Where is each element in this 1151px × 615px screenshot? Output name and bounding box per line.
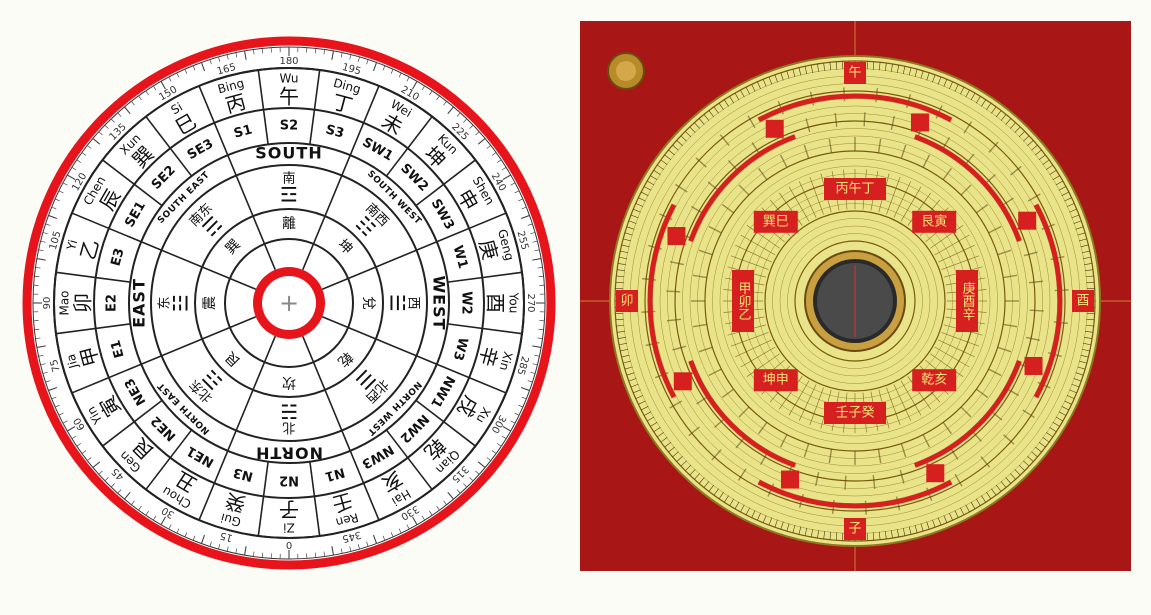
degree-label: 0: [286, 539, 292, 550]
luopan-glyph-mark: [864, 112, 865, 126]
trigram-name: 震: [202, 296, 218, 310]
red-marker-block: [766, 120, 784, 138]
red-label-text: 甲卯乙: [736, 282, 751, 321]
trigram-name: 坎: [282, 374, 296, 390]
direction-label: EAST: [130, 278, 149, 328]
degree-label: 90: [42, 297, 53, 310]
red-marker-block: [911, 113, 929, 131]
direction-label: SOUTH: [255, 144, 322, 163]
trigram-symbol: ☱: [386, 294, 410, 312]
red-label-text: 壬子癸: [835, 406, 874, 421]
red-label-text: 子: [848, 522, 861, 537]
red-label-text: 卯: [620, 294, 633, 309]
trigram-name: 離: [282, 215, 296, 232]
mountain-han: 午: [279, 85, 299, 109]
brass-coin-center: [616, 61, 636, 81]
luopan-glyph-mark: [666, 291, 680, 292]
red-label-text: 巽巳: [763, 214, 789, 229]
sector-code: W2: [459, 291, 474, 314]
mountain-pinyin: Wu: [279, 72, 298, 86]
red-marker-block: [667, 227, 685, 245]
red-label-text: 丙午丁: [835, 182, 874, 197]
trigram-symbol: ☳: [169, 294, 193, 312]
sector-code: E2: [105, 294, 120, 312]
compass-svg: 0153045607590105120135150165180195210225…: [0, 0, 580, 615]
red-marker-block: [1018, 212, 1036, 230]
red-label-text: 艮寅: [921, 213, 947, 229]
degree-label: 270: [525, 293, 536, 312]
red-marker-block: [781, 471, 799, 489]
mountain-pinyin: Mao: [58, 290, 72, 315]
direction-label: NORTH: [255, 444, 323, 463]
mountain-pinyin: Zi: [283, 521, 295, 535]
luopan-svg: 壬子癸 丙午丁甲卯乙 庚酉辛乾亥 巽巳坤申 艮寅 午子 卯 酉: [580, 21, 1131, 571]
red-label-text: 庚酉辛: [960, 281, 976, 321]
trigram-symbol: ☵: [280, 400, 298, 424]
center-cross: +: [279, 289, 299, 317]
mountain-han: 卯: [71, 293, 95, 313]
red-label-text: 酉: [1076, 294, 1089, 309]
luopan-glyph-mark: [1030, 310, 1044, 311]
red-marker-block: [674, 372, 692, 390]
sector-code: N2: [279, 473, 299, 488]
red-label-text: 乾亥: [921, 373, 947, 388]
mountain-pinyin: You: [507, 292, 521, 314]
trigram-name: 兌: [360, 296, 376, 310]
red-marker-block: [926, 464, 944, 482]
trigram-symbol: ☲: [280, 183, 298, 207]
sector-code: S2: [280, 119, 298, 134]
degree-label: 180: [279, 56, 298, 67]
red-label-text: 午: [848, 66, 861, 81]
mountain-han: 子: [279, 498, 299, 522]
direction-label: WEST: [430, 275, 449, 330]
luopan-glyph-mark: [845, 476, 846, 490]
red-label-text: 坤申: [763, 373, 789, 388]
red-marker-block: [1025, 357, 1043, 375]
mountain-han: 酉: [484, 293, 508, 313]
luopan-photo: 壬子癸 丙午丁甲卯乙 庚酉辛乾亥 巽巳坤申 艮寅 午子 卯 酉: [580, 21, 1131, 571]
